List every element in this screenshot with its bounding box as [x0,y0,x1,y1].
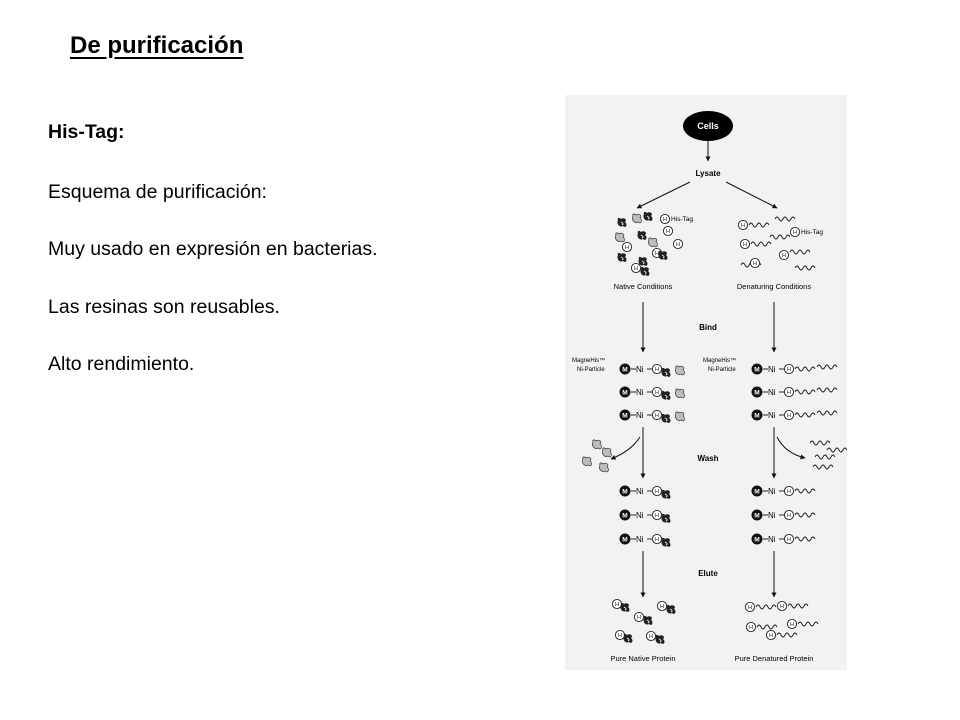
m-label: M [622,513,627,520]
ni-label: Ni [768,411,776,420]
m-label: M [622,390,627,397]
denatured-washed-row-2: M Ni [751,509,816,521]
figure-background [565,95,847,670]
h-label: H [753,261,757,267]
his-tag-purification-diagram: Cells Lysate His-Tag His- [565,95,847,670]
h-label: H [787,390,791,396]
h-label: H [666,229,670,235]
native-washed-row-3: M Ni [619,533,671,548]
m-label: M [754,413,759,420]
h-label: H [787,413,791,419]
h-label: H [749,625,753,631]
h-label: H [615,602,619,608]
m-label: M [754,390,759,397]
h-label: H [793,230,797,236]
cells-label: Cells [697,121,719,131]
bullet-yield: Alto rendimiento. [48,353,195,375]
ni-label: Ni [636,511,644,520]
h-label: H [660,604,664,610]
ni-label: Ni [768,388,776,397]
bullet-bacteria: Muy usado en expresión en bacterias. [48,238,378,260]
wash-label: Wash [697,454,718,463]
denatured-bound-row-3: M Ni [751,409,838,421]
ni-label: Ni [768,365,776,374]
h-label: H [655,513,659,519]
m-label: M [754,489,759,496]
elute-label: Elute [698,569,718,578]
ni-label: Ni [768,511,776,520]
pure-native-label: Pure Native Protein [610,654,675,663]
denatured-washed-row-3: M Ni [751,533,816,545]
denatured-particle-label-2: Ni-Particle [708,367,736,373]
ni-label: Ni [636,487,644,496]
denatured-washed-row-1: M Ni [751,485,816,497]
bullet-his-tag: His-Tag: [48,121,125,143]
arrow-lysate-denatured [725,181,778,209]
bullet-scheme: Esquema de purificación: [48,181,267,203]
slide-title: De purificación [70,32,244,59]
pure-denatured-label: Pure Denatured Protein [735,654,814,663]
denatured-particle-label-1: MagneHis™ [703,357,736,364]
h-label: H [787,537,791,543]
ni-label: Ni [768,487,776,496]
h-label: H [769,633,773,639]
native-his-tag-label: His-Tag [671,216,693,223]
h-label: H [787,513,791,519]
m-label: M [622,413,627,420]
h-label: H [655,390,659,396]
h-label: H [649,634,653,640]
arrow-denatured-wash-out [776,436,806,460]
ni-label: Ni [636,535,644,544]
denatured-bound-row-1: M Ni [751,363,838,375]
h-label: H [743,242,747,248]
bind-label: Bind [699,323,717,332]
h-label: H [625,245,629,251]
m-label: M [754,367,759,374]
native-washed-row-2: M Ni [619,509,671,524]
h-label: H [787,489,791,495]
h-label: H [780,604,784,610]
ni-label: Ni [636,388,644,397]
m-label: M [622,537,627,544]
bullet-reusable: Las resinas son reusables. [48,296,280,318]
h-label: H [782,253,786,259]
arrow-native-wash-out [610,436,641,460]
ni-label: Ni [636,365,644,374]
denaturing-conditions-label: Denaturing Conditions [737,282,811,291]
m-label: M [754,513,759,520]
arrow-lysate-native [636,181,691,209]
ni-label: Ni [768,535,776,544]
h-label: H [637,615,641,621]
m-label: M [622,489,627,496]
m-label: M [622,367,627,374]
native-washed-row-1: M Ni [619,485,671,500]
h-label: H [741,223,745,229]
h-label: H [790,622,794,628]
native-conditions-label: Native Conditions [614,282,673,291]
denatured-bound-row-2: M Ni [751,386,838,398]
lysate-label: Lysate [695,169,721,178]
h-label: H [655,489,659,495]
h-label: H [663,217,667,223]
native-bound-row-2: M Ni [619,386,685,401]
h-label: H [655,367,659,373]
h-label: H [655,537,659,543]
h-label: H [748,605,752,611]
native-bound-row-1: M Ni [619,363,685,378]
h-label: H [787,367,791,373]
h-label: H [618,633,622,639]
native-bound-row-3: M Ni [619,409,685,424]
his-tag-letters: H H H H H H H H H H H H H H H H H H H H H H H H H H H H H H H H H [615,217,797,640]
native-particle-label-1: MagneHis™ [572,357,605,364]
ni-label: Ni [636,411,644,420]
h-label: H [634,266,638,272]
native-particle-label-2: Ni-Particle [577,367,605,373]
m-label: M [754,537,759,544]
denatured-his-tag-label: His-Tag [801,229,823,236]
h-label: H [676,242,680,248]
h-label: H [655,251,659,257]
cells-node [683,111,733,141]
h-label: H [655,413,659,419]
